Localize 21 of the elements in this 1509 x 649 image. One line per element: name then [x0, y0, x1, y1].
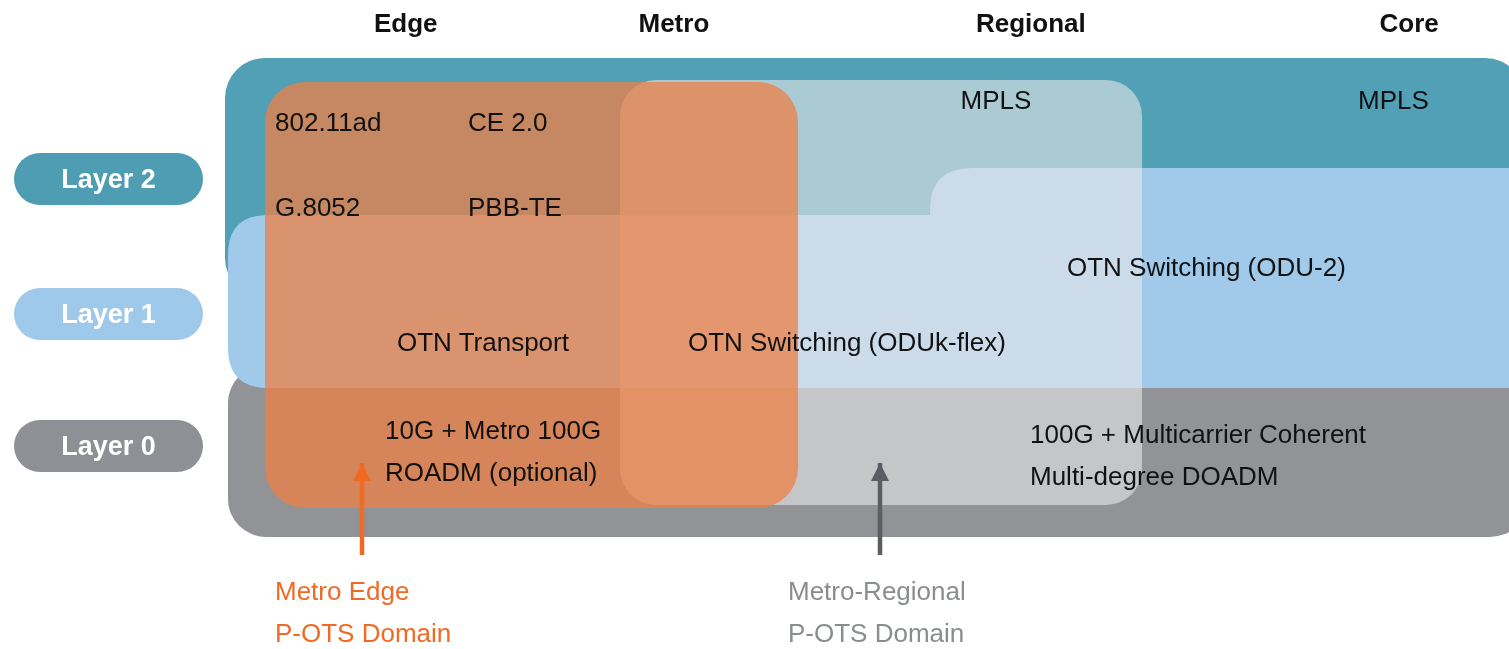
protocol-label: 802.11ad [275, 106, 382, 139]
protocol-label: 10G + Metro 100G ROADM (optional) [385, 414, 603, 489]
protocol-label: MPLS [960, 84, 1032, 117]
column-heading: Edge [374, 7, 438, 40]
layer-tag: Layer 1 [14, 288, 203, 340]
protocol-label: PBB-TE [468, 191, 562, 224]
layer-tag: Layer 2 [14, 153, 203, 205]
protocol-label: OTN Switching (ODU-2) [1067, 251, 1346, 284]
column-heading: Core [1379, 7, 1439, 40]
protocol-label: G.8052 [275, 191, 361, 224]
protocol-label: CE 2.0 [468, 106, 548, 139]
arrow [871, 463, 889, 555]
protocol-label: 100G + Multicarrier Coherent Multi-degree DOADM [1030, 418, 1368, 493]
domain-label: Metro Edge P-OTS Domain [275, 570, 475, 649]
protocol-label: MPLS [1358, 84, 1429, 117]
domain-label: Metro-Regional P-OTS Domain [788, 570, 1023, 649]
column-heading: Metro [638, 7, 710, 40]
arrow [353, 463, 371, 555]
layer-tag: Layer 0 [14, 420, 203, 472]
column-heading: Regional [976, 7, 1086, 40]
protocol-label: OTN Transport [397, 326, 569, 359]
